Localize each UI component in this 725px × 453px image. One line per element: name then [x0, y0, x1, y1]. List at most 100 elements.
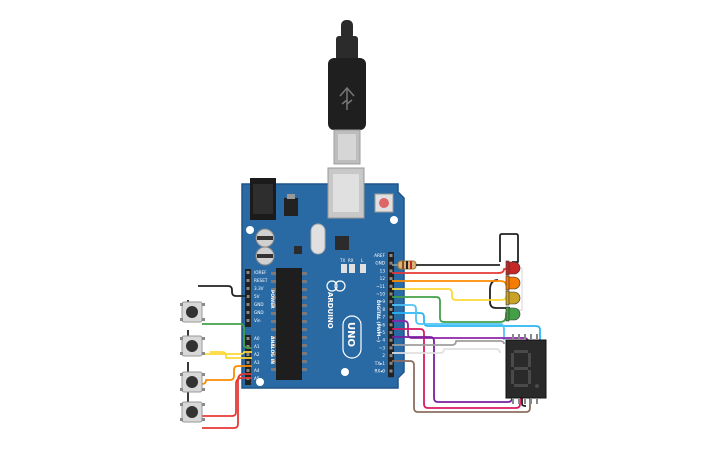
pin-label: A4 — [254, 368, 260, 373]
header-pin[interactable] — [389, 369, 393, 373]
pin-label: A2 — [254, 352, 260, 357]
led-label-tx: TX — [339, 258, 345, 263]
usb-cable[interactable] — [328, 20, 366, 165]
pin-label: ~6 — [379, 322, 386, 327]
header-pin[interactable] — [389, 354, 393, 358]
button-cap[interactable] — [186, 306, 198, 318]
pin-label: A0 — [254, 336, 260, 341]
seven-segment-display[interactable] — [505, 334, 547, 404]
led-label-rx: RX — [348, 258, 354, 263]
header-pin[interactable] — [246, 287, 250, 290]
wire-lightblue[interactable] — [392, 304, 505, 340]
wire-red[interactable] — [392, 268, 508, 274]
push-button[interactable] — [180, 301, 205, 323]
wire-black[interactable] — [521, 398, 527, 407]
header-pin[interactable] — [389, 307, 393, 311]
l-led — [360, 264, 366, 273]
digital-header-title: DIGITAL (PWM~) — [375, 300, 381, 342]
pin-label: ~11 — [376, 284, 385, 289]
leds — [505, 260, 521, 322]
wire-green[interactable] — [202, 323, 252, 349]
wire-magenta[interactable] — [392, 328, 521, 409]
wire-gray[interactable] — [392, 340, 505, 346]
header-pin[interactable] — [246, 271, 250, 274]
wire-yellow[interactable] — [392, 288, 508, 301]
header-pin[interactable] — [389, 284, 393, 288]
wire-yellow[interactable] — [210, 351, 252, 359]
header-pin[interactable] — [389, 338, 393, 342]
uno-logo-text: UNO — [345, 322, 356, 347]
wire-purple-2[interactable] — [392, 336, 513, 403]
wire-white[interactable] — [516, 267, 523, 311]
header-pin[interactable] — [246, 311, 250, 314]
header-pin[interactable] — [246, 279, 250, 282]
wire-red[interactable] — [202, 373, 252, 429]
header-pin[interactable] — [246, 303, 250, 306]
resistor[interactable] — [392, 260, 417, 270]
header-pin[interactable] — [389, 315, 393, 319]
wire-black[interactable] — [499, 233, 519, 263]
header-pin[interactable] — [246, 337, 250, 340]
pin-label: ~5 — [379, 330, 386, 335]
header-pin[interactable] — [246, 295, 250, 298]
button-cap[interactable] — [186, 340, 198, 352]
voltage-regulator — [284, 198, 298, 216]
segment-b — [528, 353, 531, 367]
pin-label: 2 — [382, 353, 385, 358]
header-pin[interactable] — [389, 254, 393, 257]
header-pin[interactable] — [389, 292, 393, 296]
atmega-chip — [276, 268, 302, 380]
button-cap[interactable] — [186, 406, 198, 418]
header-pin[interactable] — [246, 353, 250, 356]
wire-red[interactable] — [202, 377, 252, 417]
wire-orange[interactable] — [201, 365, 252, 385]
reset-button-cap[interactable] — [379, 198, 389, 208]
wire-yellow[interactable] — [202, 351, 252, 355]
header-pin[interactable] — [389, 261, 393, 265]
header-pin[interactable] — [389, 277, 393, 281]
header-pin[interactable] — [246, 319, 250, 322]
pin-label: 8 — [382, 307, 385, 312]
push-button[interactable] — [180, 371, 205, 393]
header-pin[interactable] — [246, 361, 250, 364]
segment-f — [511, 353, 514, 367]
header-pin[interactable] — [246, 345, 250, 348]
pin-label: 5V — [254, 294, 260, 299]
arduino-uno-board[interactable]: TX RX L ARDUINO UNO — [241, 167, 405, 389]
led[interactable] — [505, 260, 521, 276]
pin-label: GND — [254, 302, 264, 307]
header-pin[interactable] — [389, 269, 393, 273]
wires — [187, 233, 541, 429]
wire-black[interactable] — [198, 285, 247, 297]
header-pin[interactable] — [389, 331, 393, 334]
tx-led — [341, 264, 347, 273]
pin-label: 4 — [382, 338, 385, 343]
led[interactable] — [505, 290, 521, 306]
led[interactable] — [505, 275, 521, 291]
pin-label: A3 — [254, 360, 260, 365]
push-button[interactable] — [180, 401, 205, 423]
header-pin[interactable] — [389, 361, 393, 365]
pin-label: IOREF — [254, 270, 267, 275]
led[interactable] — [505, 306, 521, 322]
wire-white-2[interactable] — [392, 348, 501, 354]
wire-brown[interactable] — [392, 360, 531, 413]
header-pin[interactable] — [246, 369, 250, 372]
power-header-title: POWER — [269, 290, 275, 309]
header-pin[interactable] — [389, 300, 393, 304]
wire-green[interactable] — [392, 296, 508, 323]
pin-label: ~3 — [379, 345, 386, 350]
mounting-hole — [256, 378, 264, 386]
pin-label: RESET — [254, 278, 268, 283]
header-pin[interactable] — [389, 346, 393, 350]
header-pin[interactable] — [389, 323, 393, 327]
wire-cyan[interactable] — [392, 312, 541, 340]
segment-g — [514, 367, 528, 370]
pin-label: 3.3V — [254, 286, 264, 291]
pin-label: TX▸1 — [374, 361, 386, 366]
button-cap[interactable] — [186, 376, 198, 388]
segment-e — [511, 370, 514, 384]
push-button[interactable] — [180, 335, 205, 357]
